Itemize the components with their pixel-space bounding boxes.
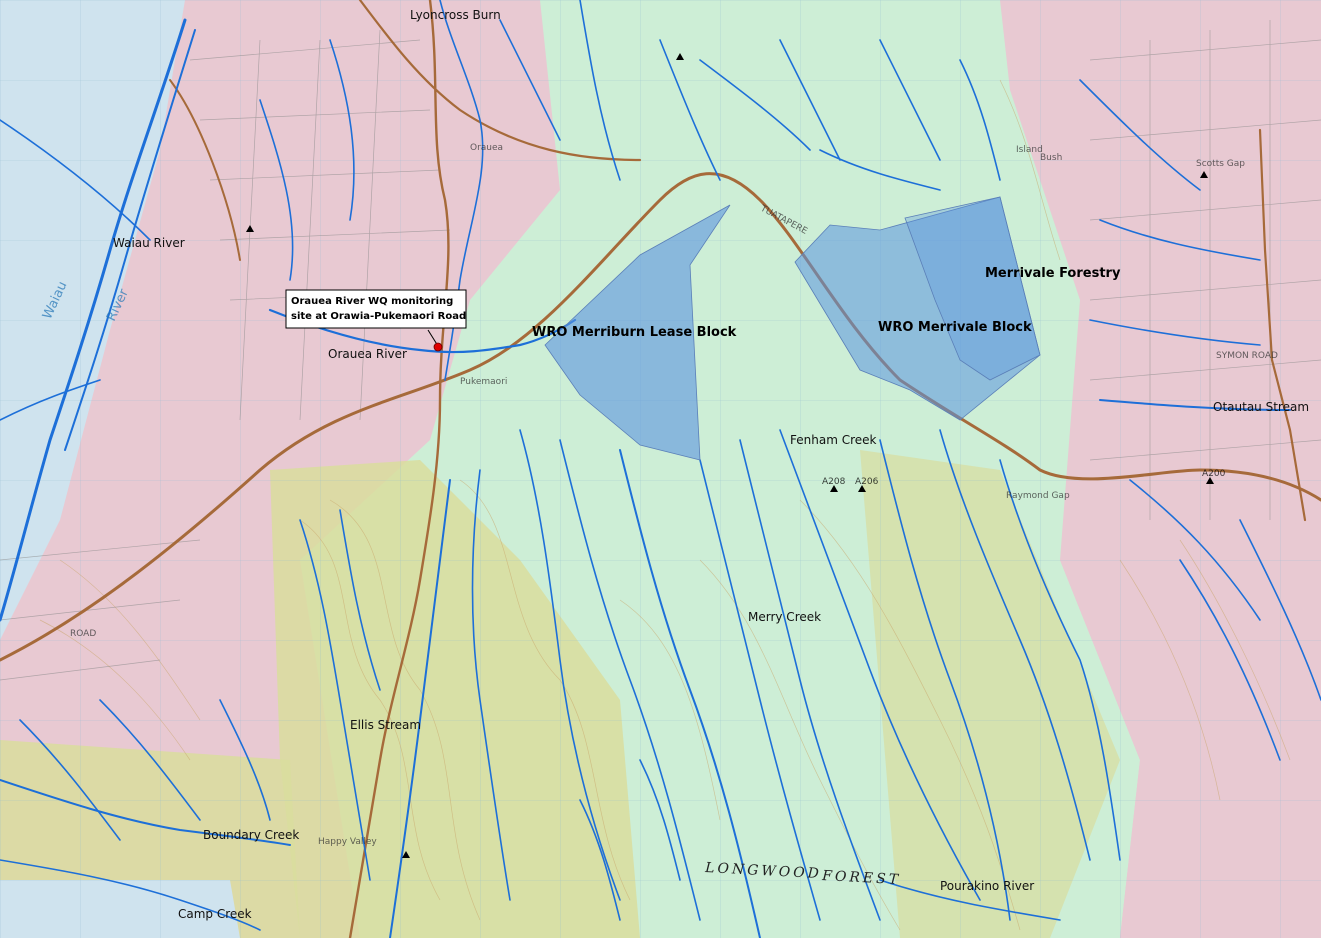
monitoring-site-marker[interactable] (433, 342, 443, 352)
topo-label: Raymond Gap (1006, 491, 1070, 501)
label-merriburn-lease-block: WRO Merriburn Lease Block (532, 325, 737, 340)
callout-box (285, 289, 467, 329)
label-lyoncross-burn: Lyoncross Burn (410, 8, 501, 22)
west-road (169, 79, 241, 261)
label-merrivale-forestry: Merrivale Forestry (985, 266, 1121, 281)
label-waiau-river: Waiau River (113, 236, 185, 250)
label-merrivale-block: WRO Merrivale Block (878, 320, 1032, 335)
orawia-pukemaori-road (348, 0, 450, 938)
label-longwood: LONGWOOD (704, 860, 822, 882)
lease-blocks (544, 196, 1041, 461)
block-labels: WRO Merriburn Lease Block WRO Merrivale … (532, 266, 1121, 340)
north-road (358, 0, 642, 162)
label-forest: FOREST (821, 868, 902, 888)
topo-label: A208 (822, 477, 846, 487)
merrivale-forestry-area[interactable] (904, 196, 1041, 381)
topo-label: A200 (1202, 469, 1226, 479)
trig-points (246, 53, 1214, 858)
label-camp-creek: Camp Creek (178, 907, 252, 921)
topo-label: A206 (855, 477, 879, 487)
waiau-river-line (0, 18, 187, 622)
callout-line-1: Orauea River WQ monitoring (291, 296, 453, 307)
label-orauea-river: Orauea River (328, 347, 407, 361)
orauea-river-line (268, 308, 577, 354)
contour-lines (39, 79, 1291, 931)
topo-label: ROAD (70, 629, 96, 639)
topo-label: Scotts Gap (1196, 159, 1245, 169)
topo-label: Pukemaori (460, 377, 507, 387)
monitoring-site-callout: Orauea River WQ monitoring site at Orawi… (285, 289, 467, 352)
topo-label: Island (1016, 145, 1043, 155)
label-pourakino-river: Pourakino River (940, 879, 1034, 893)
tuatapere-road (0, 172, 1321, 662)
label-boundary-creek: Boundary Creek (203, 828, 299, 842)
label-merry-creek: Merry Creek (748, 610, 821, 624)
merriburn-lease-block-area[interactable] (544, 204, 731, 461)
topo-label: Bush (1040, 153, 1062, 163)
forest-label: LONGWOOD FOREST (704, 860, 902, 888)
callout-line-2: site at Orawia-Pukemaori Road (291, 311, 466, 322)
topo-label: Orauea (470, 143, 503, 153)
label-fenham-creek: Fenham Creek (790, 433, 877, 447)
label-otautau-stream: Otautau Stream (1213, 400, 1309, 414)
topo-label: Happy Valley (318, 837, 377, 847)
water-labels: Lyoncross Burn Waiau River Orauea River … (113, 8, 1309, 921)
east-road (1258, 128, 1307, 522)
label-ellis-stream: Ellis Stream (350, 718, 421, 732)
topo-label: SYMON ROAD (1216, 351, 1278, 361)
